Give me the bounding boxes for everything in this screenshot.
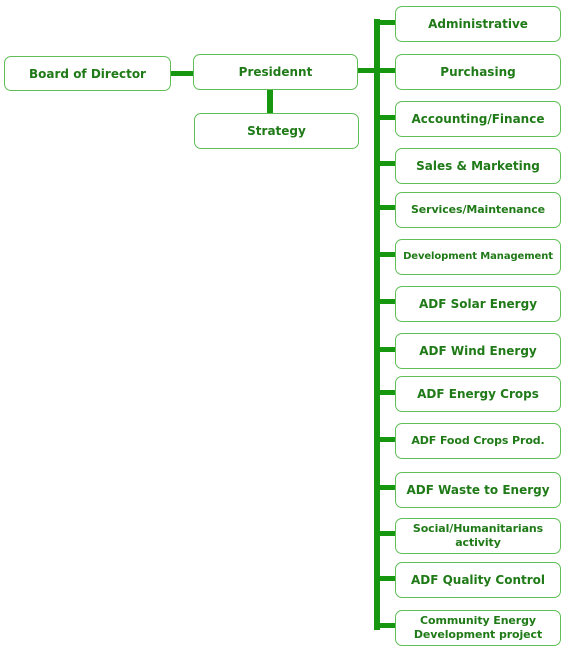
node-purchasing: Purchasing [395,54,561,90]
node-adf-food-crops-prod: ADF Food Crops Prod. [395,423,561,459]
node-label: Sales & Marketing [416,159,540,173]
node-community-energy-development-project: Community Energy Development project [395,610,561,646]
node-label: ADF Solar Energy [418,297,538,311]
connector-branch-7 [374,347,396,352]
node-adf-wind-energy: ADF Wind Energy [395,333,561,369]
node-label: Board of Director [29,66,146,81]
node-sales-marketing: Sales & Marketing [395,148,561,184]
node-president: Presidennt [193,54,358,90]
node-social-humanitarians-activity: Social/Humanitarians activity [395,518,561,554]
node-label: ADF Energy Crops [417,387,539,401]
node-adf-solar-energy: ADF Solar Energy [395,286,561,322]
node-label: Community Energy Development project [413,614,543,641]
node-label: Strategy [247,124,306,138]
node-label: Services/Maintenance [410,203,546,216]
connector-board-president [170,71,194,76]
node-label: Accounting/Finance [411,112,545,126]
connector-trunk-vertical [374,19,380,630]
node-label: Social/Humanitarians activity [412,522,544,549]
node-adf-waste-to-energy: ADF Waste to Energy [395,472,561,508]
connector-president-strategy [267,89,273,114]
connector-branch-4 [374,205,396,210]
node-label: ADF Wind Energy [419,344,537,358]
connector-branch-5 [374,252,396,257]
connector-branch-3 [374,161,396,166]
connector-branch-13 [374,623,396,628]
connector-branch-11 [374,531,396,536]
node-label: Development Management [403,251,553,262]
node-strategy: Strategy [194,113,359,149]
connector-branch-8 [374,390,396,395]
connector-branch-1 [374,68,396,73]
node-label: ADF Quality Control [410,573,546,587]
node-label: Presidennt [238,65,313,79]
node-adf-quality-control: ADF Quality Control [395,562,561,598]
connector-president-trunk [357,68,377,73]
connector-branch-10 [374,485,396,490]
connector-branch-2 [374,115,396,120]
node-label: Administrative [428,17,528,31]
node-label: Purchasing [440,65,516,79]
node-accounting-finance: Accounting/Finance [395,101,561,137]
connector-branch-12 [374,576,396,581]
node-board-of-director: Board of Director [4,56,171,91]
node-label: ADF Food Crops Prod. [411,434,545,447]
connector-branch-9 [374,437,396,442]
node-label: ADF Waste to Energy [406,483,550,497]
node-development-management: Development Management [395,239,561,275]
connector-branch-6 [374,299,396,304]
node-adf-energy-crops: ADF Energy Crops [395,376,561,412]
node-services-maintenance: Services/Maintenance [395,192,561,228]
connector-branch-0 [374,20,396,25]
node-administrative: Administrative [395,6,561,42]
